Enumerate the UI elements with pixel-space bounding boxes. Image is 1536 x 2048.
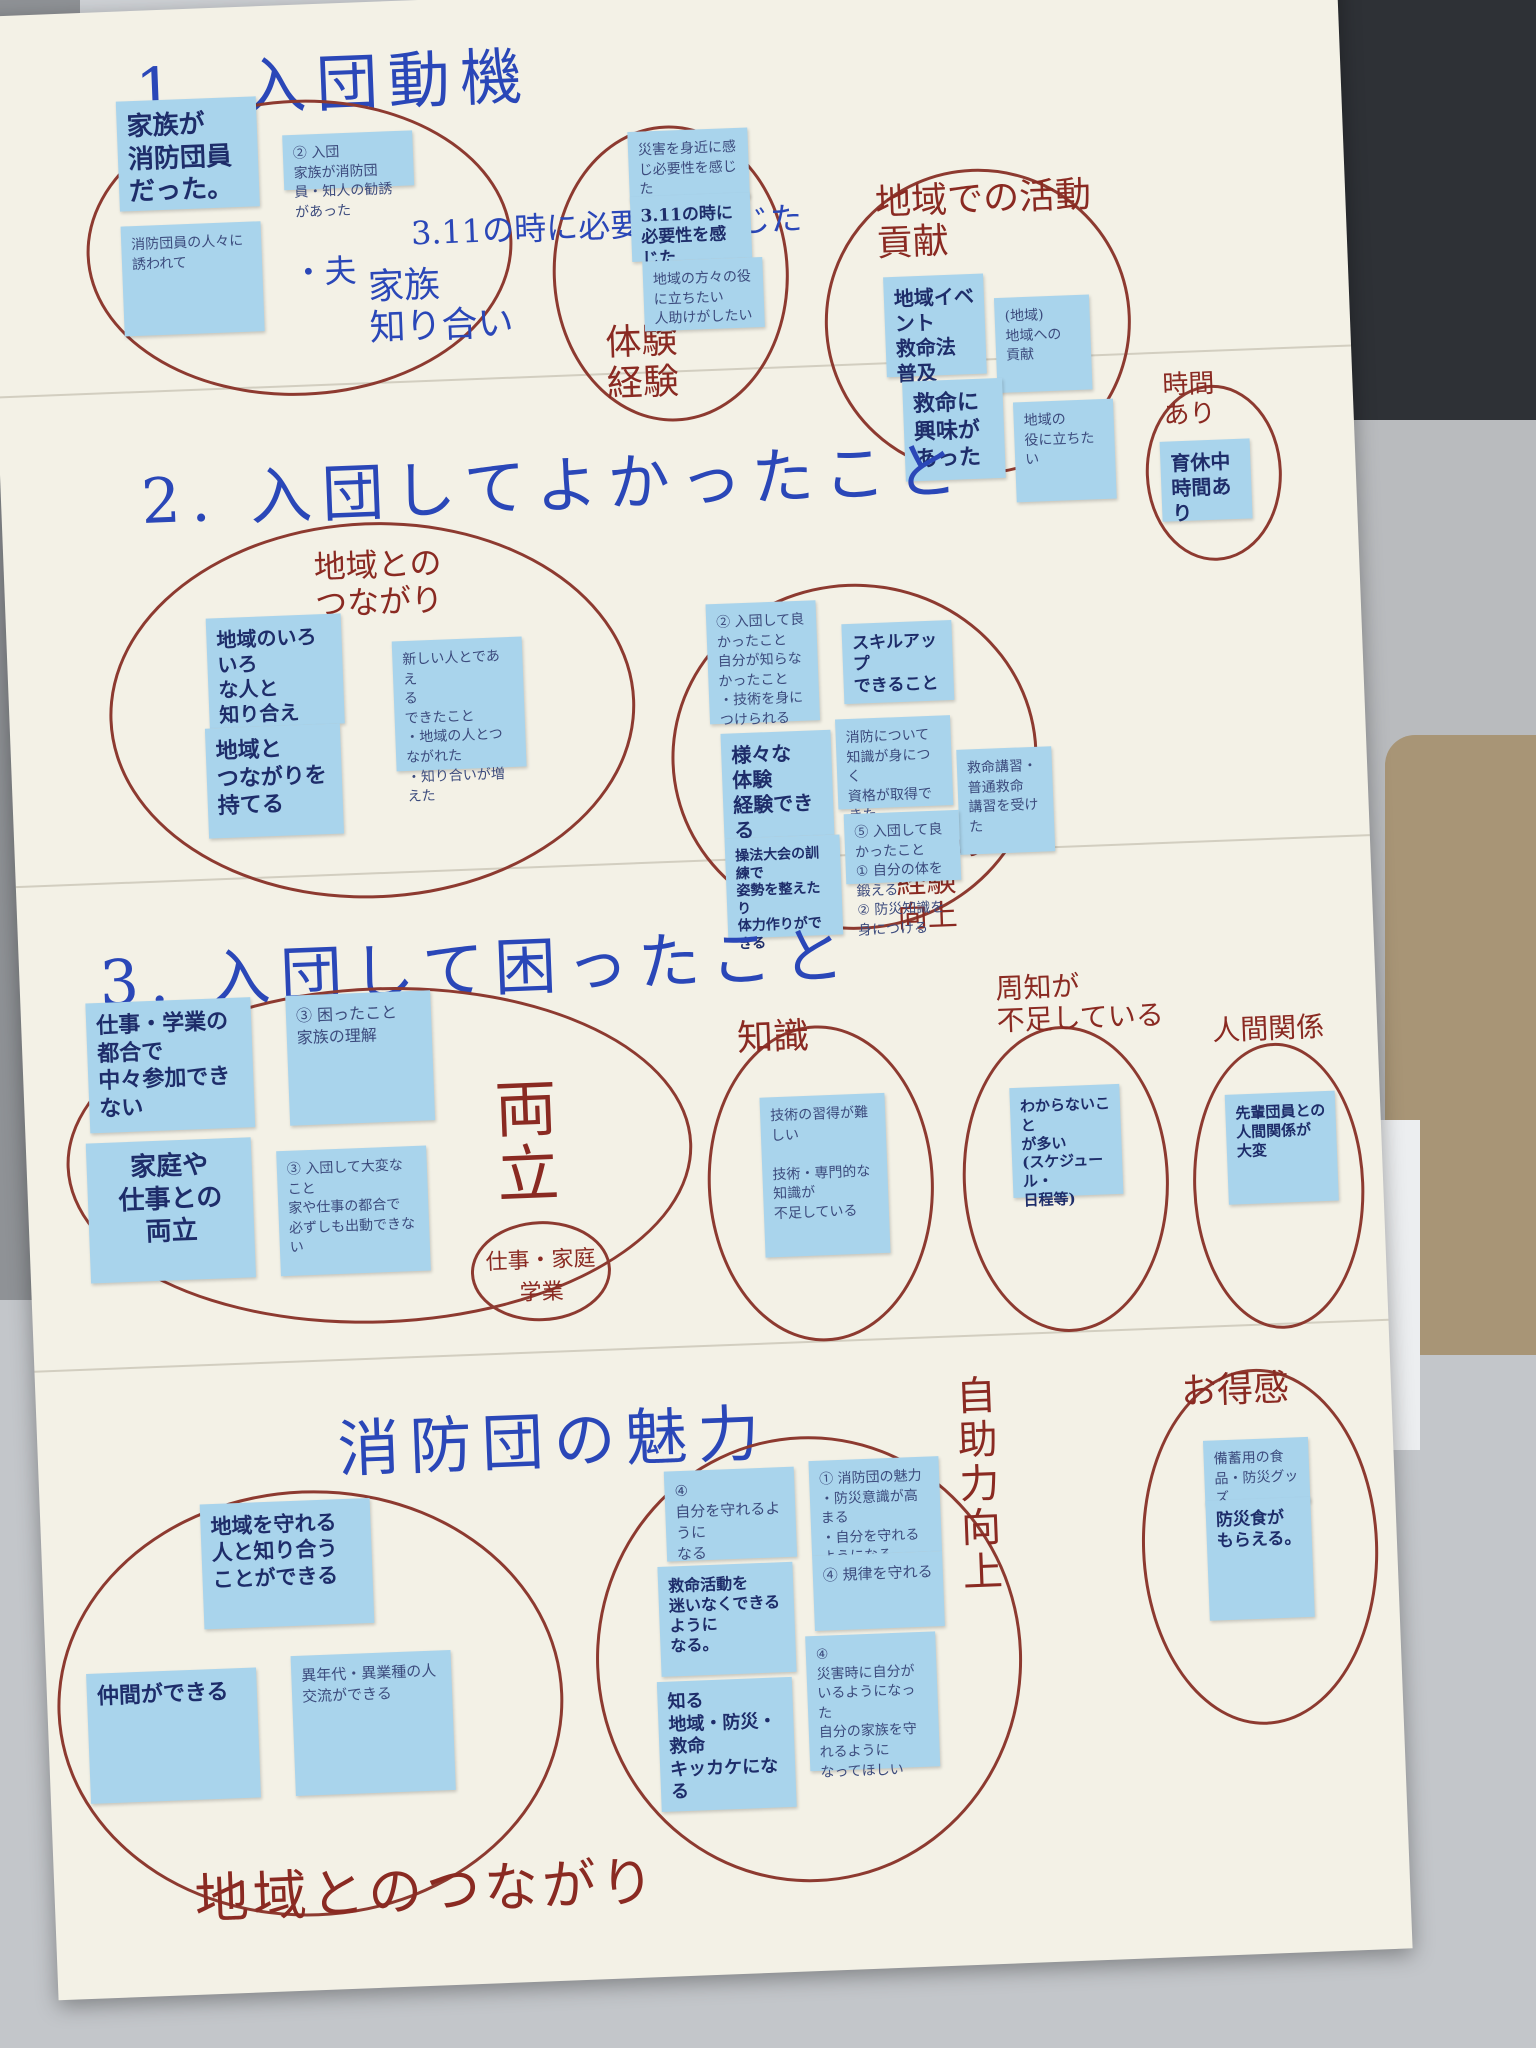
sticky-note: 育休中 時間あり <box>1159 438 1253 525</box>
marker-note-husband: ・夫 <box>291 251 358 293</box>
sticky-note: 消防について 知識が身につく 資格が取得できた <box>835 715 954 824</box>
group-label-time: 時間 あり <box>1161 368 1217 431</box>
group-label-relations: 人間関係 <box>1211 1009 1325 1048</box>
sticky-note: ⑤ 入団して良かったこと ① 自分の体を鍛える ② 防災知識を身につける <box>843 809 962 939</box>
sticky-note: スキルアップ できること <box>841 619 955 705</box>
sticky-note: ① 消防団の魅力 ・防災意識が高まる ・自分を守れるようになる <box>808 1456 943 1566</box>
group-label-balance: 両 立 <box>493 1071 561 1212</box>
sticky-note: 救命講習・普通救命 講習を受けた <box>956 746 1056 855</box>
group-label-family: 家族 知り合い <box>367 264 515 350</box>
fold-line <box>34 1318 1389 1373</box>
sticky-note: 地域の 役に立ちたい <box>1012 398 1117 503</box>
group-label-benefit: お得感 <box>1180 1367 1290 1413</box>
sticky-note: 異年代・異業種の人 交流ができる <box>290 1649 456 1797</box>
sticky-note: 家族が 消防団員 だった。 <box>115 96 260 212</box>
sticky-note: 消防団員の人々に 誘われて <box>120 221 265 337</box>
sticky-note: 先輩団員との 人間関係が 大変 <box>1224 1090 1339 1205</box>
sticky-note: 3.11の時に 必要性を感じた <box>629 192 753 269</box>
sticky-note: ③ 困ったこと 家族の理解 <box>285 990 436 1126</box>
sticky-note: 地域を守れる 人と知り合う ことができる <box>199 1497 375 1630</box>
sticky-note: 仕事・学業の 都合で 中々参加できない <box>85 997 256 1134</box>
sticky-note: 新しい人とであえ る できたこと ・地域の人とつながれた ・知り合いが増えた <box>391 636 527 805</box>
sticky-note: 仲間ができる <box>86 1667 261 1804</box>
sticky-note: 救命活動を 迷いなくできるように なる。 <box>657 1561 797 1677</box>
sticky-note: (地域) 地域への 貢献 <box>993 294 1093 394</box>
sticky-note: 地域のいろいろ な人と 知り合えた。 <box>205 613 345 752</box>
sticky-note: 地域と つながりを 持てる <box>204 723 345 839</box>
sticky-note: 技術の習得が難しい 技術・専門的な知識が 不足している <box>759 1092 891 1258</box>
sticky-note: ④ 自分を守れるように なる <box>663 1466 798 1563</box>
section2-heading: 2. 入団してよかったこと <box>139 433 969 538</box>
sticky-note: ② 入団して良かったこと 自分が知らなかったこと ・技術を身につけられる <box>705 600 821 729</box>
sticky-note: 災害を身近に感じ必要性を感じた <box>627 127 750 203</box>
poster-paper: 1. 入団動機 3.11の時に必要性を感じた ・夫 家族 知り合い 体験 経験 … <box>0 0 1413 2001</box>
group-label-knowledge: 知識 <box>736 1015 810 1060</box>
sticky-note: ③ 入団して大変なこと 家や仕事の都合で 必ずしも出動できない <box>276 1145 431 1277</box>
group-label-awareness: 周知が 不足している <box>994 969 1165 1038</box>
sticky-note: ④ 規律を守れる <box>812 1551 945 1631</box>
sticky-note: 地域イベント 救命法 普及 <box>883 273 987 386</box>
group-label-region: 地域での活動 貢献 <box>874 174 1092 265</box>
sticky-note: 防災食が もらえる。 <box>1205 1496 1315 1621</box>
sticky-note: 家庭や 仕事との 両立 <box>85 1137 256 1284</box>
sticky-note: ④ 災害時に自分が いるようになった 自分の家族を守れるように なってほしい <box>805 1631 941 1780</box>
group-label-experience: 体験 経験 <box>604 320 680 406</box>
sticky-note: 地域の方々の役に立ちたい 人助けがしたい <box>642 256 765 332</box>
group-label-footer: 地域とのつながり <box>193 1850 660 1931</box>
sticky-note: 様々な 体験 経験できる <box>720 729 835 842</box>
group-label-self-help: 自 助 力 向 上 <box>955 1372 1004 1597</box>
sticky-note: わからないこと が多い (スケジュール・ 日程等) <box>1009 1083 1124 1209</box>
group-label-connection: 地域との つながり <box>313 543 444 624</box>
sticky-note: 知る 地域・防災・救命 キッカケになる <box>656 1676 797 1812</box>
sticky-note: ② 入団 家族が消防団員・知人の勧誘があった <box>282 130 415 221</box>
